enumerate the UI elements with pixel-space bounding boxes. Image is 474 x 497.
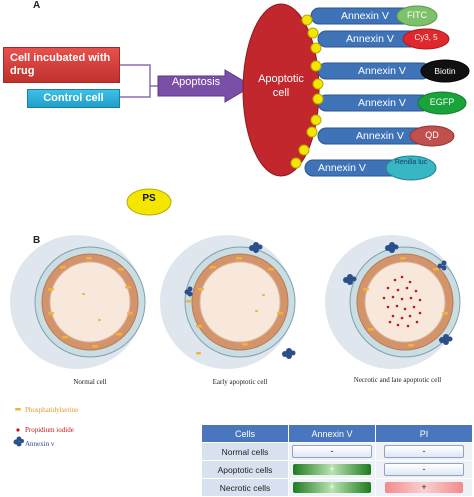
annexin-label-2: Annexin V <box>346 33 394 45</box>
pi-result: + <box>385 482 463 493</box>
pi-dot-icon <box>16 428 20 432</box>
early-apoptotic-cell-illustration <box>160 235 296 369</box>
annexin-result: - <box>292 445 372 458</box>
label-tags <box>385 5 470 181</box>
legend-pi-label: Propidium iodide <box>25 426 74 434</box>
staining-results-table: Cells Annexin V PI Normal cells - - Apop… <box>201 424 473 497</box>
apoptosis-label: Apoptosis <box>171 76 221 88</box>
annexin-label-6: Annexin V <box>318 162 366 174</box>
qd-tag <box>409 125 455 147</box>
necrotic-annexin-clusters <box>343 242 453 345</box>
renilla-tag <box>385 155 437 181</box>
necrotic-pi-dots <box>382 275 422 328</box>
header-pi: PI <box>375 424 473 443</box>
apoptotic-cell-label: Apoptotic cell <box>258 73 304 99</box>
biotin-tag <box>420 59 470 83</box>
legend-ps-label: Phosphatidylserine <box>25 406 79 414</box>
annexin-label-1: Annexin V <box>341 10 389 22</box>
annexin-cluster-icon <box>13 436 24 447</box>
row-label: Normal cells <box>201 442 289 461</box>
fitc-tag-label: FITC <box>407 10 427 20</box>
ps-legend-label: PS <box>142 193 156 204</box>
cy-tag-label: Cy3, 5 <box>414 33 438 42</box>
egfp-tag <box>417 91 467 115</box>
panel-a-graphic <box>120 3 470 216</box>
panel-a-label: A <box>33 0 41 11</box>
apoptotic-cell-shape <box>242 3 320 177</box>
early-annexin-clusters <box>184 242 296 359</box>
table-row: Normal cells - - <box>201 442 473 461</box>
panel-b-label: B <box>33 235 41 246</box>
header-cells: Cells <box>201 424 289 443</box>
legend-icons <box>13 428 24 447</box>
row-label: Necrotic cells <box>201 478 289 497</box>
biotin-tag-label: Biotin <box>434 66 456 76</box>
apoptosis-arrow <box>157 69 253 103</box>
panel-b-graphic <box>10 235 461 411</box>
annexin-result: + <box>293 464 371 475</box>
control-box: Control cell <box>27 89 120 108</box>
drug-box: Cell incubated with drug <box>3 47 120 83</box>
renilla-tag-label: Renilla luc <box>394 159 428 166</box>
annexin-result: + <box>293 482 371 493</box>
caption-normal-cell: Normal cell <box>73 378 107 386</box>
qd-tag-label: QD <box>425 130 439 140</box>
normal-cell-illustration <box>10 235 146 369</box>
necrotic-cell-illustration <box>325 235 461 369</box>
caption-necrotic: Necrotic and late apoptotic cell <box>353 376 442 384</box>
input-bracket <box>120 64 151 98</box>
ps-dash-icon <box>15 408 21 411</box>
fitc-tag <box>396 5 438 27</box>
caption-early-apoptotic: Early apoptotic cell <box>212 378 268 386</box>
normal-cell-ps <box>48 257 133 348</box>
pi-result: - <box>384 463 464 476</box>
legend-annexin-label: Annexin v <box>25 440 55 448</box>
table-row: Necrotic cells + + <box>201 478 473 497</box>
annexin-label-3: Annexin V <box>358 65 406 77</box>
ps-legend-oval <box>126 188 172 216</box>
annexin-label-5: Annexin V <box>356 130 404 142</box>
egfp-tag-label: EGFP <box>429 97 455 107</box>
annexin-label-4: Annexin V <box>358 97 406 109</box>
ps-dots <box>290 14 324 169</box>
row-label: Apoptotic cells <box>201 460 289 479</box>
table-header-row: Cells Annexin V PI <box>201 424 473 443</box>
cy-tag <box>402 28 450 50</box>
pi-result: - <box>384 445 464 458</box>
table-row: Apoptotic cells + - <box>201 460 473 479</box>
header-annexin: Annexin V <box>288 424 376 443</box>
